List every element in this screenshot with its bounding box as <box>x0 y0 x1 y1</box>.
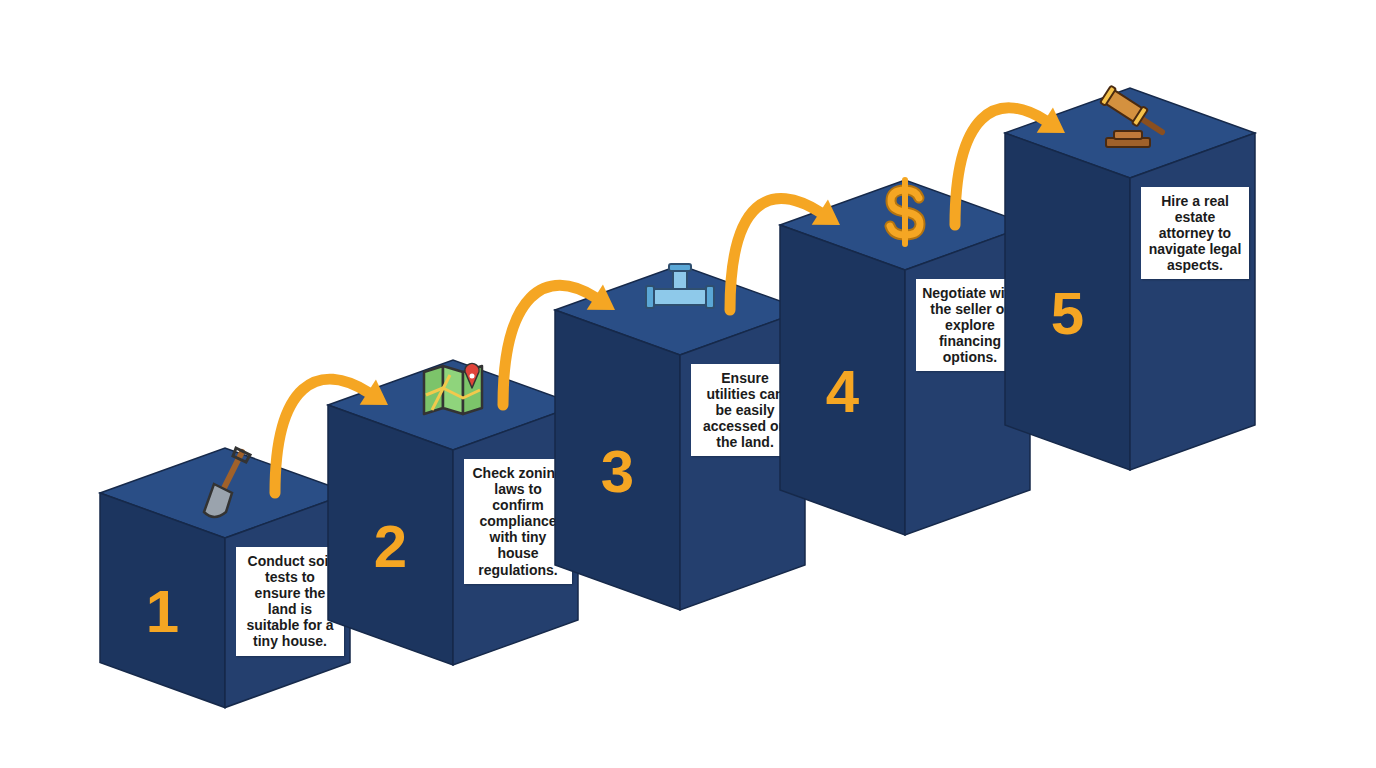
pipe-icon <box>646 264 714 308</box>
arrow-head <box>587 284 615 310</box>
step-block: 5Hire a real estate attorney to navigate… <box>1005 133 1255 470</box>
block-faces <box>780 225 1030 535</box>
arrow-head <box>360 379 388 405</box>
step-number: 4 <box>780 362 905 422</box>
arrow-head <box>1037 107 1065 133</box>
block-faces <box>1005 133 1255 470</box>
shovel-icon <box>204 448 250 517</box>
block-right-face <box>1130 133 1255 470</box>
step-block: 3Ensure utilities can be easily accessed… <box>555 310 805 610</box>
step-number: 1 <box>100 582 225 642</box>
step-number: 5 <box>1005 284 1130 344</box>
step-card: Hire a real estate attorney to navigate … <box>1141 187 1249 279</box>
map-icon <box>424 363 482 414</box>
block-faces <box>555 310 805 610</box>
step-block: 2Check zoning laws to confirm compliance… <box>328 405 578 665</box>
arrow-head <box>812 199 840 225</box>
step-block: 4Negotiate with the seller or explore fi… <box>780 225 1030 535</box>
block-left-face <box>100 493 225 708</box>
block-left-face <box>555 310 680 610</box>
block-left-face <box>780 225 905 535</box>
gavel-icon <box>1100 86 1162 147</box>
step-number: 2 <box>328 517 453 577</box>
step-block: 1Conduct soil tests to ensure the land i… <box>100 493 350 708</box>
block-left-face <box>1005 133 1130 470</box>
block-left-face <box>328 405 453 665</box>
step-number: 3 <box>555 442 680 502</box>
dollar-icon <box>890 180 920 244</box>
